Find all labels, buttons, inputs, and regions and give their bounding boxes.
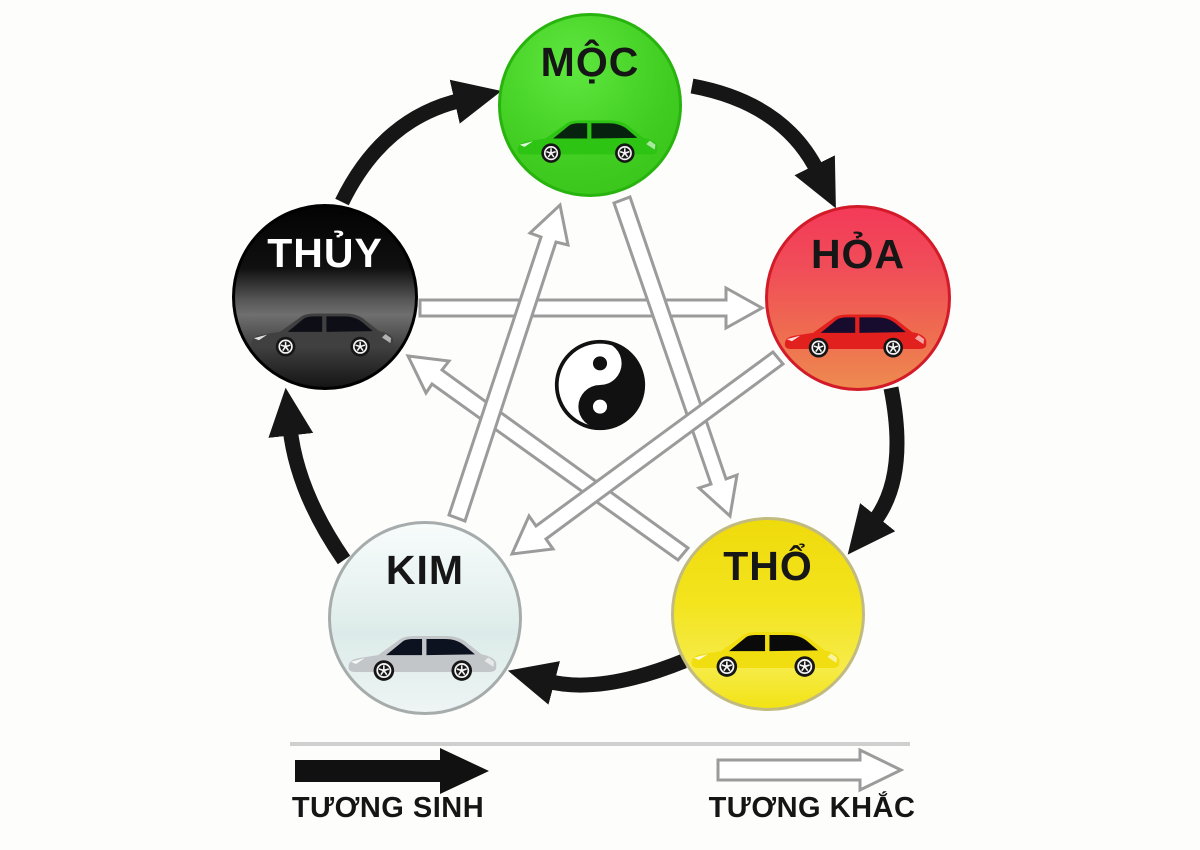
khac-arrow-tho-to-thuy (405, 354, 691, 563)
legend-graphics (290, 742, 910, 794)
element-label-thuy: THỦY (267, 230, 383, 276)
element-circle-kim: KIM (328, 521, 522, 715)
sinh-arrows (268, 78, 905, 705)
khac-arrow-thuy-to-hoa (418, 285, 766, 331)
element-label-moc: MỘC (540, 39, 640, 85)
khac-arrow-hoa-to-kim (509, 349, 786, 556)
khac-arrow-kim-to-moc (447, 202, 570, 523)
khac-arrow-moc-to-tho (612, 195, 739, 519)
element-circle-hoa: HỎA (765, 205, 951, 391)
car-icon (513, 110, 666, 166)
element-circle-thuy: THỦY (232, 204, 418, 390)
khac-arrows (405, 195, 786, 563)
legend-sinh-arrow-icon (295, 748, 489, 794)
legend-sinh-label: TƯƠNG SINH (291, 792, 485, 824)
sinh-arrow-kim-to-thuy (268, 387, 351, 565)
car-icon (248, 303, 403, 359)
sinh-arrow-tho-to-kim (507, 654, 687, 705)
car-icon (781, 304, 936, 360)
sinh-arrow-thuy-to-moc (335, 79, 502, 206)
car-icon (687, 621, 849, 680)
element-label-kim: KIM (385, 547, 465, 593)
element-circle-moc: MỘC (498, 13, 682, 197)
element-label-hoa: HỎA (810, 231, 906, 277)
element-circle-tho: THỔ (671, 517, 865, 711)
legend-khac-arrow-icon (716, 747, 905, 793)
yin-yang-icon (554, 339, 646, 431)
car-icon (344, 625, 506, 684)
sinh-arrow-moc-to-hoa (690, 78, 836, 209)
element-label-tho: THỔ (723, 543, 813, 589)
legend-khac-label: TƯƠNG KHẮC (708, 792, 916, 824)
sinh-arrow-hoa-to-tho (847, 386, 905, 555)
